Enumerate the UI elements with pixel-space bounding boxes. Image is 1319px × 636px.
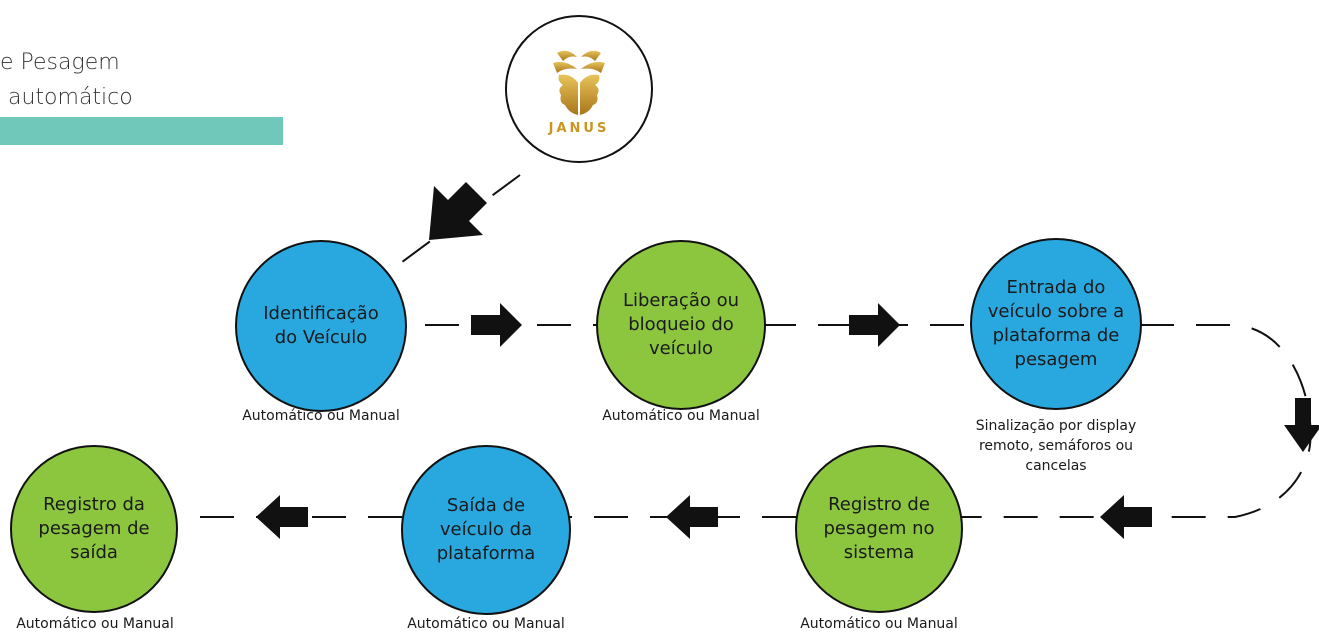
node-liberacao-bloqueio: Liberação ou bloqueio do veículo [596,240,766,410]
page-title-line-2: automático [8,85,133,110]
arrow-left-icon [666,495,718,539]
page-title-line-1: e Pesagem [0,50,120,75]
node-label: Entrada do veículo sobre a plataforma de… [987,277,1125,370]
node-caption: Automático ou Manual [242,408,400,424]
node-label: Identificação do Veículo [263,303,379,348]
node-label: Saída de veículo da plataforma [436,495,536,564]
janus-logo-icon [553,50,605,115]
node-entrada-plataforma: Entrada do veículo sobre a plataforma de… [970,238,1142,410]
node-caption: Automático ou Manual [16,616,174,632]
arrow-right-icon [471,303,522,347]
node-caption: Sinalização por display remoto, semáforo… [975,418,1137,474]
title-accent-bar [0,117,283,145]
arrow-down-icon [1284,398,1319,452]
logo-wordmark: JANUS [548,121,610,136]
node-caption: Automático ou Manual [800,616,958,632]
node-registro-pesagem-saida: Registro da pesagem de saída [10,445,178,613]
node-label: Registro da pesagem de saída [38,494,150,563]
arrow-down-left-icon [429,182,487,240]
node-identificacao-veiculo: Identificação do Veículo [235,240,407,412]
arrow-left-icon [256,495,308,539]
arrow-left-icon [1100,495,1152,539]
node-saida-veiculo: Saída de veículo da plataforma [401,445,571,615]
node-label: Registro de pesagem no sistema [823,494,935,563]
arrow-right-icon [849,303,900,347]
node-label: Liberação ou bloqueio do veículo [622,290,740,359]
connector-3-4 [959,324,1312,518]
node-caption: Automático ou Manual [407,616,565,632]
node-registro-pesagem-sistema: Registro de pesagem no sistema [795,445,963,613]
node-caption: Automático ou Manual [602,408,760,424]
janus-logo: JANUS [505,15,653,163]
